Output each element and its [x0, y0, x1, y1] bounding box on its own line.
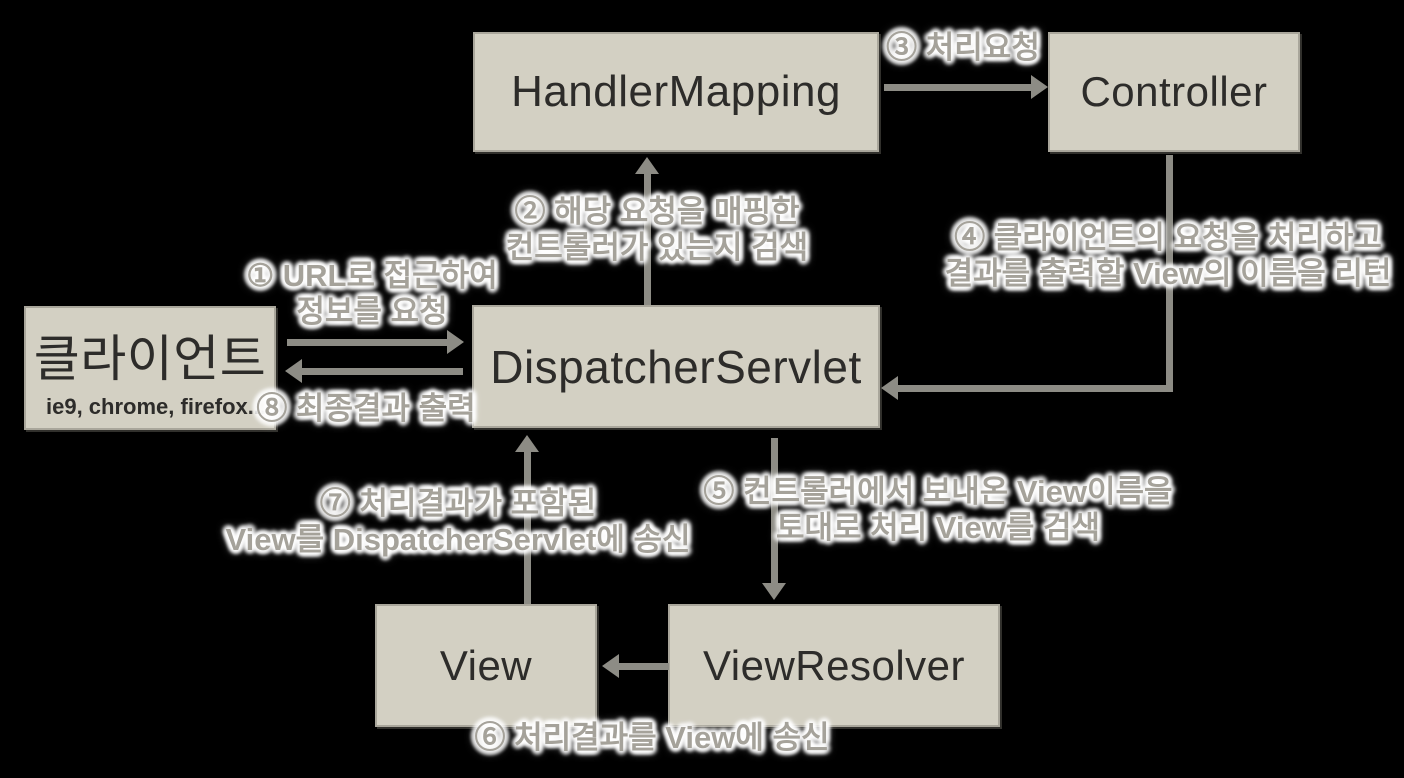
step-label-1-line1: ① URL로 접근하여 [246, 258, 498, 293]
step-label-3-line1: ③ 처리요청 [886, 30, 1040, 65]
step-label-6-line1: ⑥ 처리결과를 View에 송신 [474, 720, 830, 755]
arrow-step1-shaft [287, 339, 447, 346]
step-label-8-line1: ⑧ 최종결과 출력 [256, 391, 476, 426]
arrow-step3-head-icon [1031, 75, 1048, 99]
step-label-2-line1: ② 해당 요청을 매핑한 [514, 194, 800, 229]
arrow-step3-shaft [884, 84, 1032, 91]
arrow-step7-head-icon [515, 435, 539, 452]
arrow-step4-head-icon [881, 376, 898, 400]
step-label-7-line2: View를 DispatcherServlet에 송신 [225, 522, 691, 557]
step-label-4: ④ 클라이언트의 요청을 처리하고 결과를 출력할 View의 이름을 리턴 [945, 220, 1392, 292]
step-label-5-line1: ⑤ 컨트롤러에서 보내온 View이름을 [703, 474, 1173, 509]
dispatcher-servlet-label: DispatcherServlet [490, 340, 862, 393]
arrow-step1-head-icon [447, 330, 464, 354]
arrow-step7-shaft [524, 452, 531, 604]
arrow-step8-head-icon [285, 359, 302, 383]
arrow-step5-head-icon [762, 583, 786, 600]
step-label-5-line2: 토대로 처리 View를 검색 [775, 510, 1101, 545]
arrow-step4-vertical-shaft [1166, 155, 1173, 392]
step-label-1-line2: 정보를 요청 [296, 294, 448, 329]
node-controller: Controller [1048, 32, 1300, 152]
client-sublabel: ie9, chrome, firefox... [46, 394, 267, 419]
arrow-step6-head-icon [602, 654, 619, 678]
step-label-7-line1: ⑦ 처리결과가 포함된 [319, 486, 597, 521]
controller-label: Controller [1080, 68, 1268, 115]
step-label-7: ⑦ 처리결과가 포함된 View를 DispatcherServlet에 송신 [225, 486, 690, 558]
step-label-5: ⑤ 컨트롤러에서 보내온 View이름을 토대로 처리 View를 검색 [703, 474, 1172, 546]
arrow-step2-shaft [644, 174, 651, 305]
handler-mapping-label: HandlerMapping [511, 67, 841, 116]
step-label-8: ⑧ 최종결과 출력 [256, 391, 475, 427]
step-label-2: ② 해당 요청을 매핑한 컨트롤러가 있는지 검색 [506, 194, 808, 266]
step-label-1: ① URL로 접근하여 정보를 요청 [246, 258, 497, 330]
step-label-4-line1: ④ 클라이언트의 요청을 처리하고 [954, 220, 1382, 255]
view-label: View [439, 641, 533, 689]
arrow-step4-horizontal-shaft [898, 385, 1168, 392]
step-label-2-line2: 컨트롤러가 있는지 검색 [505, 230, 809, 265]
node-view: View [375, 604, 597, 727]
node-client: 클라이언트 ie9, chrome, firefox... [24, 306, 276, 430]
step-label-6: ⑥ 처리결과를 View에 송신 [474, 720, 829, 756]
arrow-step2-head-icon [635, 157, 659, 174]
node-dispatcher-servlet: DispatcherServlet [472, 305, 880, 428]
client-label: 클라이언트 [33, 331, 267, 387]
arrow-step5-shaft [771, 438, 778, 584]
step-label-3: ③ 처리요청 [886, 30, 1040, 66]
node-handler-mapping: HandlerMapping [473, 32, 879, 152]
step-label-4-line2: 결과를 출력할 View의 이름을 리턴 [944, 256, 1392, 291]
arrow-step6-shaft [619, 663, 669, 670]
arrow-step8-shaft [302, 368, 463, 375]
view-resolver-label: ViewResolver [703, 641, 965, 689]
node-view-resolver: ViewResolver [668, 604, 1000, 727]
